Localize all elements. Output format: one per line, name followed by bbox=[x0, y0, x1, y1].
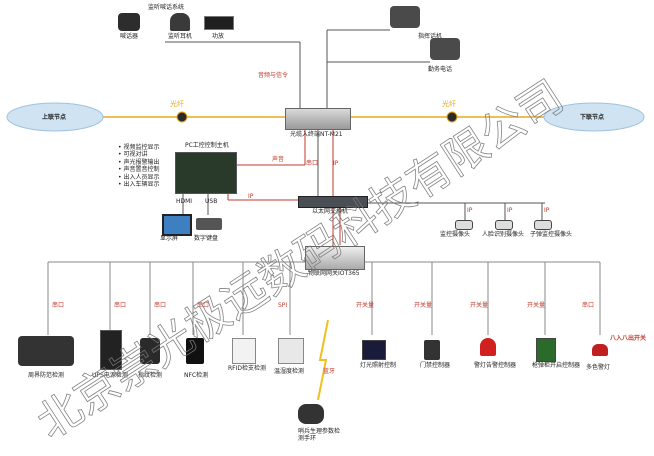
io-switch-label: 八入八出开关 bbox=[610, 335, 647, 342]
port-label: SPI bbox=[278, 302, 288, 309]
headphone-icon bbox=[170, 13, 190, 31]
port-label: 开关量 bbox=[470, 302, 489, 309]
device-label: UPS电源检测 bbox=[92, 372, 128, 379]
device-label: 多色警灯 bbox=[586, 364, 611, 371]
pc-host-label: PC工控控制主机 bbox=[185, 142, 229, 149]
iot-gateway-device bbox=[305, 246, 365, 270]
fiber-right-label: 光纤 bbox=[442, 100, 456, 108]
access-control-icon bbox=[424, 340, 440, 360]
face-camera-label: 人脸识别摄像头 bbox=[482, 231, 525, 238]
bullet-camera-icon bbox=[534, 220, 552, 230]
device-label: 门禁控制器 bbox=[420, 362, 451, 369]
pc-functions-list: 视频监控显示 可视对讲 声光报警输出 声音置音控制 出入人员显示 出入车辆显示 bbox=[118, 144, 160, 188]
nfc-reader-icon bbox=[186, 338, 204, 364]
device-label: 枪弹柜开启控制器 bbox=[532, 362, 581, 369]
port-label: 串口 bbox=[582, 302, 595, 309]
pc-function-item: 声光报警输出 bbox=[118, 159, 160, 166]
fiber-right-icon bbox=[446, 111, 458, 123]
alarm-light-icon bbox=[480, 338, 496, 356]
bus-drops bbox=[47, 262, 601, 335]
port-label: 开关量 bbox=[414, 302, 433, 309]
amplifier-label: 功放 bbox=[212, 33, 225, 40]
speaker-label: 喊话器 bbox=[120, 33, 139, 40]
keyboard-label: 数字键盘 bbox=[194, 235, 219, 242]
device-label: 温湿度检测 bbox=[274, 368, 305, 375]
switch-label: 以太网交换机 bbox=[312, 208, 349, 215]
top-group-title: 监听喊话系统 bbox=[148, 4, 185, 11]
port-label: 开关量 bbox=[356, 302, 375, 309]
ip-label-2: IP bbox=[248, 193, 254, 200]
port-label: 串口 bbox=[52, 302, 65, 309]
bluetooth-label: 蓝牙 bbox=[323, 368, 336, 375]
device-label: NFC检测 bbox=[184, 372, 209, 379]
device-label: 灯光照射控制 bbox=[360, 362, 397, 369]
hdmi-label: HDMI bbox=[176, 198, 193, 205]
pc-function-item: 可视对讲 bbox=[118, 151, 160, 158]
bluetooth-bolt bbox=[317, 319, 329, 401]
device-label: 周界防范检测 bbox=[28, 372, 65, 379]
ethernet-switch-device bbox=[298, 196, 368, 208]
wristband-icon bbox=[298, 404, 324, 424]
usb-label: USB bbox=[205, 198, 218, 205]
cloud-up bbox=[6, 102, 104, 132]
pc-function-item: 声音置音控制 bbox=[118, 166, 160, 173]
optical-terminal-device bbox=[285, 108, 351, 130]
light-control-icon bbox=[362, 340, 386, 360]
cloud-down bbox=[543, 102, 645, 132]
up-node-label: 上联节点 bbox=[42, 114, 67, 121]
display-icon bbox=[162, 214, 192, 236]
device-label: RFID检支检测 bbox=[228, 365, 267, 372]
keyboard-icon bbox=[196, 218, 222, 230]
duty-phone-label: 勤务电话 bbox=[428, 66, 453, 73]
cam-ip-label-1: IP bbox=[467, 207, 473, 214]
port-label: 串口 bbox=[154, 302, 167, 309]
headphone-label: 监听耳机 bbox=[168, 33, 193, 40]
port-label: 串口 bbox=[114, 302, 127, 309]
ip-label-1: IP bbox=[333, 160, 339, 167]
command-phone-label: 指挥话机 bbox=[418, 33, 443, 40]
speaker-icon bbox=[118, 13, 140, 31]
pc-board-icon bbox=[175, 152, 237, 194]
serial-label: 串口 bbox=[306, 160, 319, 167]
optical-terminal-label: 光缆入终端NT-M21 bbox=[290, 131, 343, 138]
sound-label: 声音 bbox=[272, 156, 285, 163]
bullet-camera-label: 子弹监控摄像头 bbox=[530, 231, 573, 238]
fingerprint-icon bbox=[140, 338, 160, 364]
pc-function-item: 出入人员显示 bbox=[118, 174, 160, 181]
camera-label: 监控摄像头 bbox=[440, 231, 471, 238]
pc-function-item: 视频监控显示 bbox=[118, 144, 160, 151]
ups-icon bbox=[100, 330, 122, 370]
fiber-left-label: 光纤 bbox=[170, 100, 184, 108]
wristband-label: 哨兵生理参数检测手环 bbox=[298, 428, 341, 442]
face-camera-icon bbox=[495, 220, 513, 230]
down-node-label: 下联节点 bbox=[580, 114, 605, 121]
command-phone-icon bbox=[390, 6, 420, 28]
temp-humidity-icon bbox=[278, 338, 304, 364]
duty-phone-icon bbox=[430, 38, 460, 60]
cam-ip-label-2: IP bbox=[507, 207, 513, 214]
amplifier-icon bbox=[204, 16, 234, 30]
pc-function-item: 出入车辆显示 bbox=[118, 181, 160, 188]
device-label: 警灯告警控制器 bbox=[474, 362, 517, 369]
fiber-left-icon bbox=[176, 111, 188, 123]
iot-gateway-label: 物联网网关IOT365 bbox=[308, 270, 360, 277]
multi-color-light-icon bbox=[592, 344, 608, 356]
port-label: 串口 bbox=[197, 302, 210, 309]
display-label: 显示屏 bbox=[160, 235, 179, 242]
gun-cabinet-icon bbox=[536, 338, 556, 362]
rfid-reader-icon bbox=[232, 338, 256, 364]
audio-signal-label: 音频与信令 bbox=[258, 72, 289, 79]
device-label: 指纹检测 bbox=[138, 372, 163, 379]
port-label: 开关量 bbox=[527, 302, 546, 309]
camera-icon bbox=[455, 220, 473, 230]
perimeter-sensor-icon bbox=[18, 336, 74, 366]
cam-ip-label-3: IP bbox=[544, 207, 550, 214]
